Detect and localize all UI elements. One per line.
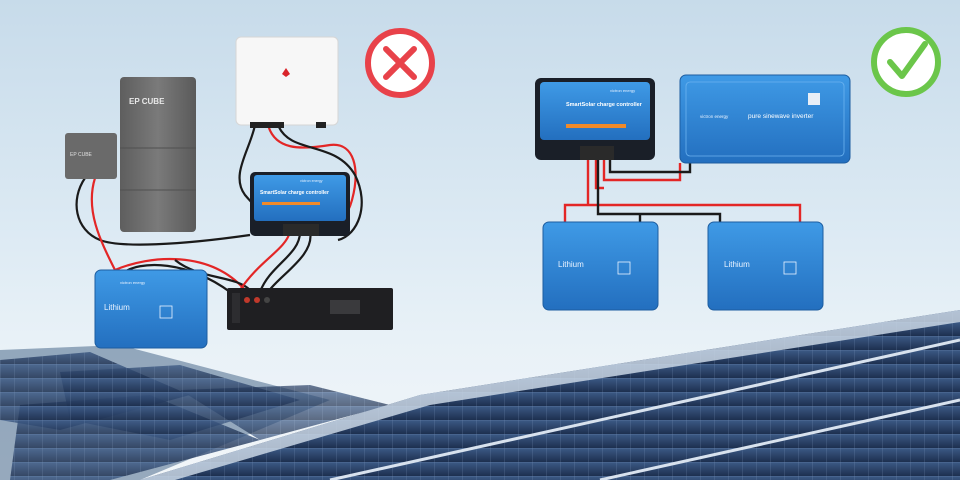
- right-battery-1: Lithium: [542, 221, 659, 311]
- right-battery-1-label: Lithium: [558, 260, 584, 269]
- rack-battery: [227, 288, 393, 330]
- small-cube-label: EP CUBE: [70, 152, 93, 158]
- ep-cube-tower: EP CUBE: [120, 77, 196, 232]
- qr-code-icon: [808, 93, 820, 105]
- recycle-bin-icon: [159, 305, 173, 319]
- left-charge-controller: SmartSolar charge controller victron ene…: [250, 172, 350, 236]
- left-battery-label: Lithium: [104, 303, 130, 312]
- huawei-logo-icon: [282, 68, 290, 77]
- left-lithium-battery: Lithium victron energy: [94, 269, 208, 349]
- correct-setup-status: [871, 27, 941, 97]
- wrong-setup-status: [365, 28, 435, 98]
- sinewave-inverter: victron energy pure sinewave inverter: [679, 74, 851, 164]
- right-wiring: [563, 160, 802, 222]
- left-cc-title: SmartSolar charge controller: [260, 190, 329, 196]
- recycle-bin-icon: [783, 261, 797, 275]
- hybrid-inverter: [235, 36, 339, 128]
- right-cc-brand: victron energy: [610, 88, 635, 93]
- right-battery-2-label: Lithium: [724, 260, 750, 269]
- right-battery-2: Lithium: [707, 221, 824, 311]
- right-charge-controller: SmartSolar charge controller victron ene…: [535, 78, 655, 160]
- right-cc-title: SmartSolar charge controller: [566, 102, 643, 108]
- ep-cube-label: EP CUBE: [129, 97, 165, 106]
- left-cc-brand: victron energy: [300, 179, 323, 183]
- ep-cube-hub: EP CUBE: [65, 133, 117, 179]
- solar-panel-field: [0, 310, 960, 480]
- checkmark-icon: [871, 27, 941, 97]
- recycle-bin-icon: [617, 261, 631, 275]
- left-battery-brand: victron energy: [120, 280, 145, 285]
- inverter-brand: victron energy: [700, 114, 729, 119]
- inverter-title: pure sinewave inverter: [748, 113, 814, 120]
